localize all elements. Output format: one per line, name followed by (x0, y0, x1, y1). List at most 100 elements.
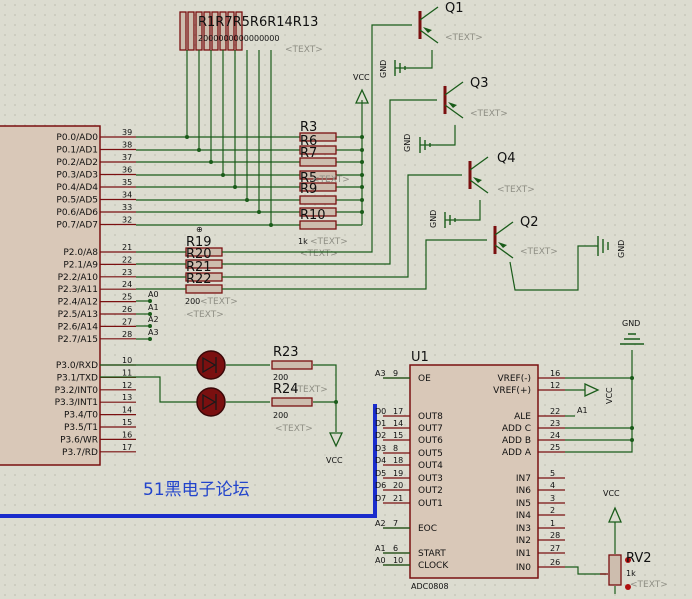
junction-dot (233, 185, 237, 189)
transistor-q2[interactable]: Q2<TEXT> (493, 215, 558, 259)
adc-left-pin-number: 10 (393, 556, 403, 565)
gnd-label-4: GND (617, 240, 626, 258)
potentiometer-rv2[interactable]: RV2 1k <TEXT> (600, 551, 668, 590)
led-resistor-r24[interactable]: R24 200 <TEXT> (271, 382, 313, 434)
adc-left-pin-number: 6 (393, 544, 398, 553)
vcc-arrow-2: VCC (326, 432, 343, 465)
adc-left-pin-number: 20 (393, 481, 403, 490)
vcc-arrow-1: VCC (353, 73, 370, 104)
p2-res-text-1: <TEXT> (200, 297, 238, 307)
adc-right-pin-number: 12 (550, 381, 560, 390)
led-resistor-r23[interactable]: R23 200 <TEXT> (271, 345, 328, 395)
adc-left-pin-number: 21 (393, 494, 403, 503)
net-dot (148, 299, 152, 303)
mcu-pins: P0.0/AD039P0.1/AD138P0.2/AD237P0.3/AD336… (55, 128, 136, 458)
mcu-pin-label: P0.6/AD6 (56, 208, 98, 218)
p0-vertical-wires (186, 50, 272, 225)
adc-left-net: D5 (375, 469, 386, 478)
mcu-pin-number: 10 (122, 356, 132, 365)
adc-left-net: D6 (375, 481, 386, 490)
transistor-text: <TEXT> (497, 185, 535, 195)
probe-marker: ⊕ (196, 225, 203, 234)
adc-left-net: D0 (375, 407, 386, 416)
adc-right-pin-label: VREF(-) (497, 374, 531, 384)
mcu-pin-label: P2.2/A10 (58, 273, 99, 283)
transistor-q4[interactable]: Q4<TEXT> (468, 151, 535, 195)
led-2[interactable] (196, 387, 226, 417)
adc-part: ADC0808 (411, 582, 449, 591)
adc-left-pin-number: 19 (393, 469, 403, 478)
transistor-text: <TEXT> (520, 247, 558, 257)
adc-right-pin-label: IN5 (516, 499, 531, 509)
rv2-ref: RV2 (626, 551, 652, 566)
adc-right-pin-number: 28 (550, 531, 560, 540)
p0-res-text-1: <TEXT> (310, 237, 348, 247)
adc-left-net: A2 (375, 519, 386, 528)
adc-left-pin-number: 7 (393, 519, 398, 528)
mcu-pin-label: P0.1/AD1 (56, 146, 98, 156)
adc-left-net: A1 (375, 544, 386, 553)
mcu-pin-label: P2.7/A15 (58, 335, 98, 345)
mcu-pin-number: 16 (122, 430, 132, 439)
gnd-label-1: GND (379, 60, 388, 78)
data-bus (0, 404, 377, 518)
vcc-label-1: VCC (353, 73, 370, 82)
transistor-grounds: GND GND GND GND (379, 50, 626, 291)
mcu-pin-number: 32 (122, 216, 132, 225)
mcu-pin-number: 13 (122, 393, 132, 402)
adc-right-pin-number: 24 (550, 431, 560, 440)
adc-left-pin-label: OUT8 (418, 412, 443, 422)
adc-right-pin-label: IN0 (516, 563, 531, 573)
resistor-pack-text: <TEXT> (285, 45, 323, 55)
junction-dot (197, 148, 201, 152)
mcu-pin-label: P3.1/TXD (57, 373, 98, 383)
led-circuit (100, 364, 338, 432)
p0-res-text-3: <TEXT> (312, 175, 350, 185)
p0-resistor-ref: R6 (300, 134, 317, 149)
mcu-pin-number: 22 (122, 255, 132, 264)
adc-left-pin-number: 8 (393, 444, 398, 453)
transistor-q1[interactable]: Q1<TEXT> (418, 1, 483, 44)
adc-right-pin-label: IN2 (516, 536, 531, 546)
mcu-pin-number: 23 (122, 268, 132, 277)
adc-right-pin-label: IN3 (516, 524, 531, 534)
adc-right-pin-number: 26 (550, 558, 560, 567)
vcc-pullup-bus (360, 100, 364, 225)
gnd-label-3: GND (429, 210, 438, 228)
adc-right-pin-number: 5 (550, 469, 555, 478)
mcu-chip[interactable] (0, 125, 101, 466)
junction-dot (221, 173, 225, 177)
transistors: Q1<TEXT> Q3<TEXT> Q4<TEXT> Q2<TEXT> (418, 1, 558, 259)
resistor-column-p0[interactable] (299, 132, 337, 230)
junction-dot (209, 160, 213, 164)
p0-resistor-ref: R3 (300, 120, 317, 135)
led-1[interactable] (196, 350, 226, 380)
adc-chip[interactable]: U1 ADC0808 (409, 350, 539, 591)
adc-right-pin-label: ALE (514, 412, 531, 422)
vcc-label-3: VCC (605, 387, 614, 404)
mcu-pin-number: 24 (122, 280, 132, 289)
mcu-pin-label: P0.3/AD3 (56, 171, 98, 181)
adc-right-pin-label: IN6 (516, 486, 531, 496)
adc-right-pin-label: ADD A (502, 448, 532, 458)
transistor-text: <TEXT> (445, 33, 483, 43)
mcu-pin-label: P2.3/A11 (58, 285, 98, 295)
junction-dot (245, 198, 249, 202)
mcu-pin-number: 17 (122, 443, 132, 452)
adc-left-net: D3 (375, 444, 386, 453)
mcu-pin-label: P3.4/T0 (64, 411, 98, 421)
adc-left-pin-label: OUT1 (418, 499, 443, 509)
mcu-pin-number: 26 (122, 305, 132, 314)
adc-right-pin-label: IN4 (516, 511, 531, 521)
adc-left-pin-label: OUT5 (418, 449, 443, 459)
vcc-label-2: VCC (326, 456, 343, 465)
r24-text: <TEXT> (275, 424, 313, 434)
adc-right-pin-number: 4 (550, 481, 555, 490)
transistor-q3[interactable]: Q3<TEXT> (443, 76, 508, 119)
net-dot (148, 324, 152, 328)
adc-left-net: A3 (375, 369, 386, 378)
resistor-pack-top[interactable]: R1R7R5R6R14R13 2000000000000000 <TEXT> (179, 11, 323, 55)
